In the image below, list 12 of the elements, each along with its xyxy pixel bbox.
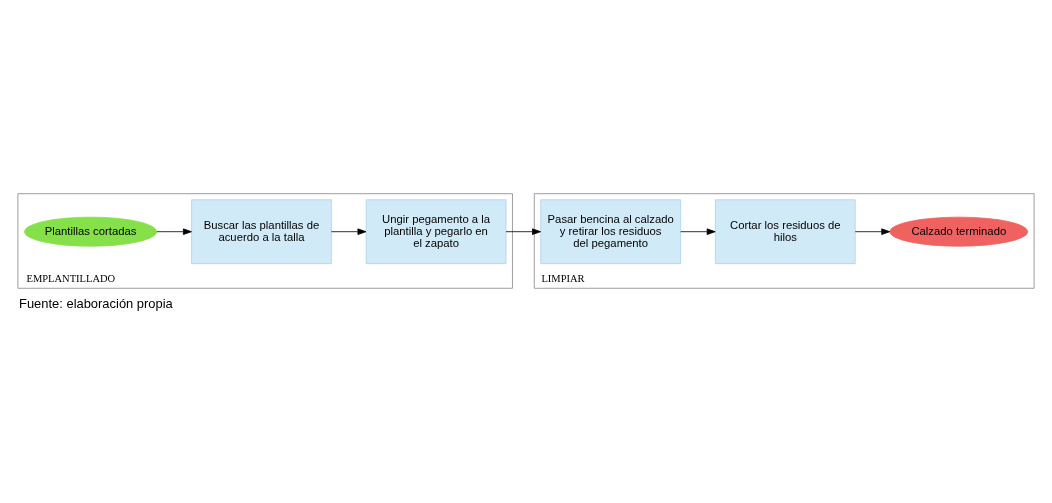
node-box: Pasar bencina al calzado y retirar los residuos del pegamento <box>540 199 681 265</box>
node-ellipse: Plantillas cortadas <box>24 216 158 247</box>
node-box: Cortar los residuos de hilos <box>714 199 856 265</box>
arrow <box>680 228 716 235</box>
caption: Fuente: elaboración propia <box>19 296 173 312</box>
node-ellipse: Calzado terminado <box>889 216 1029 247</box>
arrow <box>505 228 541 235</box>
arrow <box>331 228 367 235</box>
arrow <box>156 228 192 235</box>
node-box: Buscar las plantillas de acuerdo a la talla <box>191 199 332 265</box>
node-box: Ungir pegamento a la plantilla y pegarlo en el zapato <box>365 199 507 265</box>
arrow <box>854 228 891 235</box>
